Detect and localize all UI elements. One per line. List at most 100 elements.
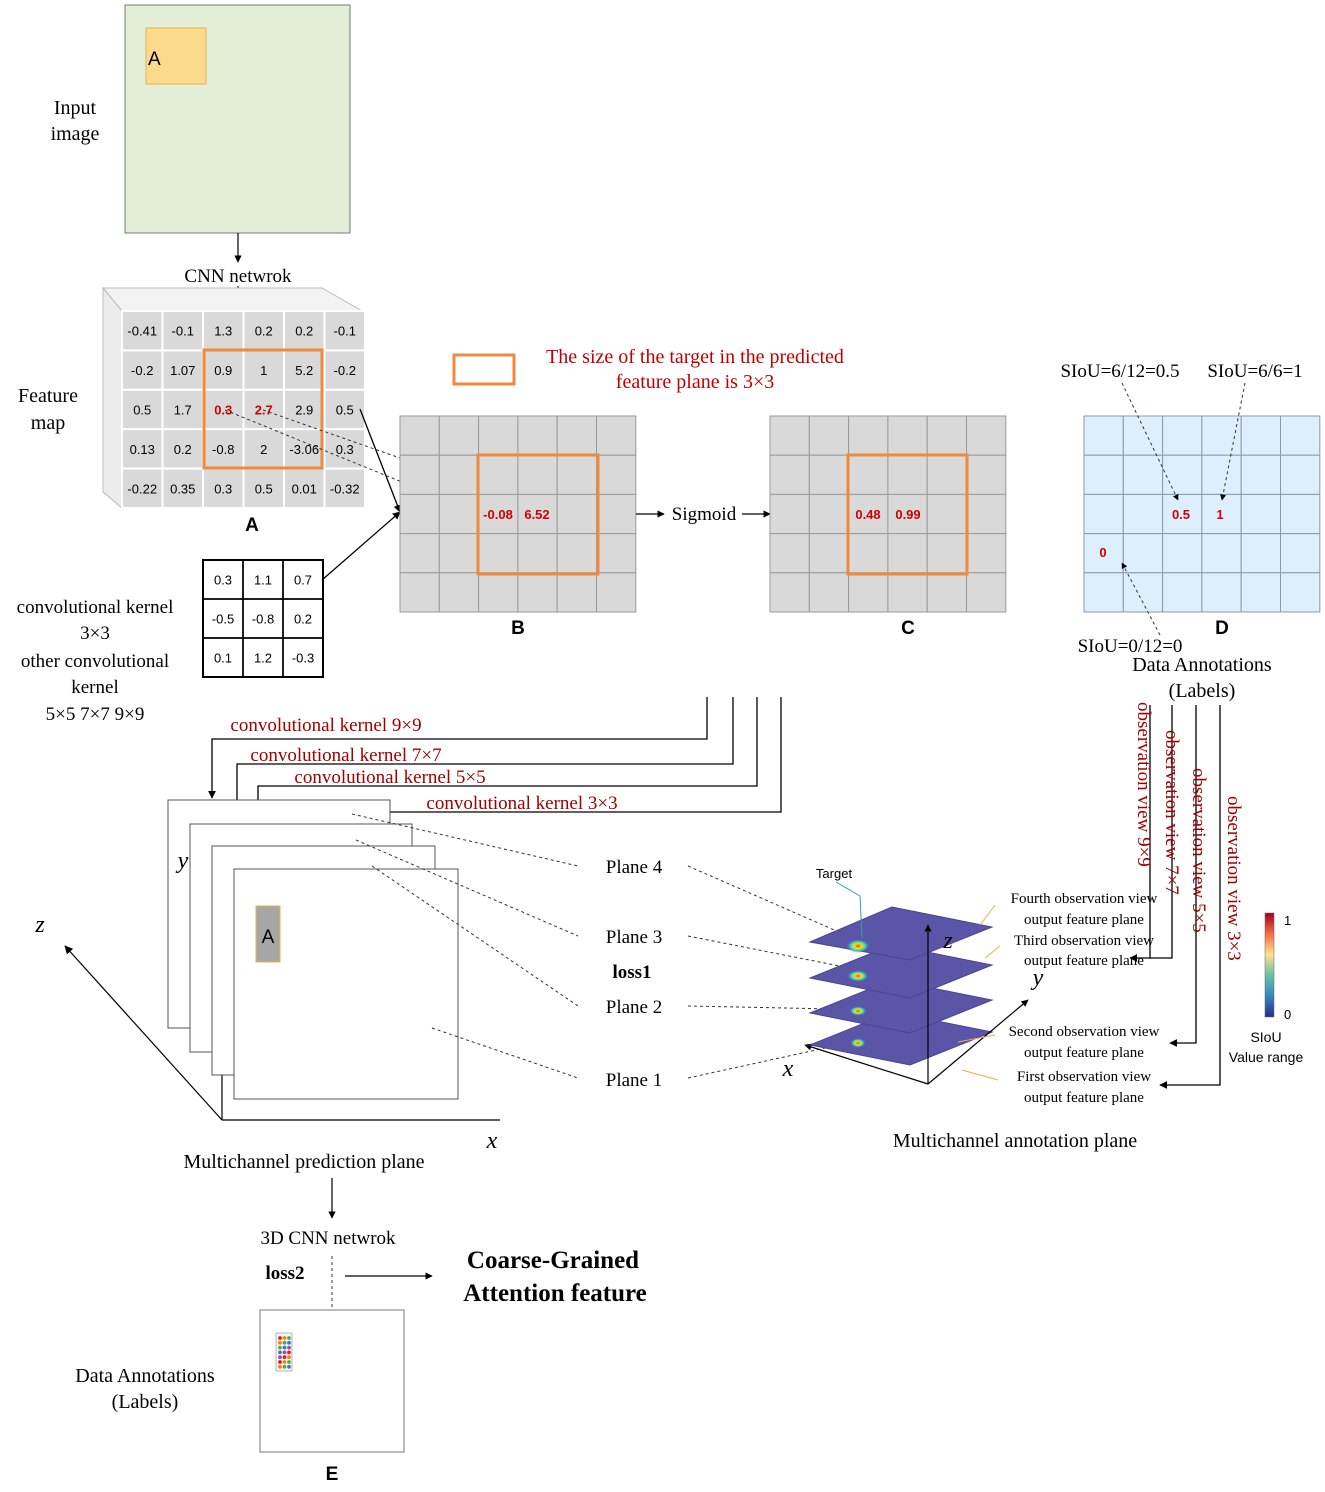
grid-c-cell	[848, 533, 889, 574]
feature-map-value: 0.2	[174, 442, 192, 457]
grid-c-cell	[887, 493, 928, 535]
grid-d-value-0: 0	[1099, 545, 1106, 560]
grid-d-cell	[1122, 493, 1164, 535]
grid-d-value-05: 0.5	[1172, 507, 1190, 522]
kernel-label-5x5: convolutional kernel 5×5	[294, 767, 485, 788]
kernel-value: 0.3	[214, 573, 232, 588]
grid-d-cell	[1162, 572, 1203, 613]
pred-target-region	[255, 905, 281, 963]
feature-map-value: 0.5	[336, 403, 354, 418]
label-dot	[282, 1355, 287, 1360]
colorbar-max: 1	[1284, 913, 1291, 928]
plane-4-link-left	[351, 813, 579, 867]
feature-map-value: 1.3	[214, 324, 232, 339]
grid-c-value-2: 0.99	[895, 507, 920, 522]
feature-map-panel-letter: A	[245, 515, 259, 536]
siou-pointer-2	[1220, 382, 1246, 501]
grid-d	[1083, 415, 1321, 613]
feature-map-cell	[121, 428, 164, 470]
grid-b-value-2: 6.52	[524, 507, 549, 522]
label-dot	[287, 1360, 291, 1364]
pred-plane-1	[233, 868, 459, 1100]
feature-map-label-line2: map	[31, 412, 65, 434]
colorbar-min: 0	[1284, 1007, 1291, 1022]
grid-d-cell	[1083, 454, 1124, 495]
grid-b-cell	[596, 454, 637, 495]
obs-view-7x7: observation view 7×7	[1161, 730, 1182, 895]
grid-d-cell	[1162, 533, 1203, 574]
obs-view-3x3: observation view 3×3	[1223, 796, 1244, 961]
grid-d-cell	[1280, 533, 1321, 574]
feature-map-value: 0.13	[130, 442, 155, 457]
feature-map-value: 2	[260, 442, 267, 457]
obs-view-5x5: observation view 5×5	[1188, 768, 1209, 933]
label-dot	[278, 1345, 282, 1350]
arrow-feature-to-b	[359, 408, 402, 513]
grid-b-value-1: -0.08	[483, 507, 513, 522]
kernel-value: 1.2	[254, 651, 272, 666]
feature-map-value: 0.9	[214, 363, 232, 378]
grid-d-group: 0.5 1 0 SIoU=6/12=0.5 SIoU=6/6=1 SIoU=0/…	[1060, 361, 1321, 702]
result-line2: Attention feature	[463, 1280, 647, 1307]
anno-layer-4	[808, 906, 994, 961]
grid-d-cell	[1240, 415, 1281, 456]
feature-map-value: -0.22	[127, 481, 157, 496]
input-label-line1: Input	[54, 97, 97, 119]
grid-c-cell	[808, 533, 850, 574]
pred-title: Multichannel prediction plane	[183, 1151, 424, 1173]
plane-2-link-right	[687, 1005, 881, 1011]
feature-map-target-box	[202, 348, 324, 470]
grid-b-cell	[556, 533, 598, 574]
output-2-line1: Second observation view	[1009, 1024, 1160, 1040]
grid-c-cell	[966, 415, 1007, 456]
feature-map-value: -3.06	[289, 442, 319, 457]
feature-map-value: -0.8	[212, 442, 234, 457]
label-dot	[282, 1336, 287, 1340]
feature-map-cell	[161, 467, 204, 510]
output-leader-3	[984, 945, 1001, 959]
feature-map-cell	[283, 388, 326, 431]
grid-b-cell	[517, 454, 558, 495]
siou-label-2: SIoU=6/6=1	[1207, 361, 1302, 382]
grid-d-value-1: 1	[1216, 507, 1223, 522]
bottom-labels-line1: Data Annotations	[75, 1365, 215, 1387]
cnn3d-label: 3D CNN netwrok	[260, 1228, 396, 1249]
grid-d-cell	[1240, 454, 1281, 495]
target-pointer	[835, 881, 863, 939]
grid-c-cell	[769, 533, 810, 574]
siou-pointer-1	[1121, 382, 1179, 501]
grid-c-target-box	[846, 453, 969, 576]
grid-b-cell	[517, 533, 558, 574]
feature-map-value: -0.1	[172, 324, 194, 339]
grid-d-cell	[1240, 493, 1281, 535]
grid-d-cell	[1083, 572, 1124, 613]
output-leader-1	[961, 1069, 999, 1081]
grid-c-cell	[926, 533, 968, 574]
grid-c-cell	[808, 415, 850, 456]
kernel-label-line4: kernel	[71, 677, 118, 698]
grid-b-cell	[478, 454, 519, 495]
grid-c-cell	[887, 454, 928, 495]
grid-d-cell	[1240, 533, 1281, 574]
feature-map-value: -0.32	[330, 481, 360, 496]
output-3-line1: Third observation view	[1014, 933, 1154, 949]
output-leaders	[957, 904, 1001, 1081]
grid-c-value-1: 0.48	[855, 507, 880, 522]
grid-b-cell	[399, 533, 440, 574]
grid-c-cell	[966, 533, 1007, 574]
grid-c-cell	[926, 572, 968, 613]
feature-map-value: -0.2	[131, 363, 153, 378]
feature-map-value: 0.2	[255, 324, 273, 339]
feature-map-value: 1.7	[174, 403, 192, 418]
kernel-label-line5: 5×5 7×7 9×9	[46, 704, 145, 725]
legend-line1: The size of the target in the predicted	[546, 346, 844, 368]
grid-b	[399, 415, 637, 613]
grid-d-cell	[1162, 415, 1203, 456]
colorbar-label-line2: Value range	[1229, 1049, 1304, 1065]
label-dot	[278, 1364, 282, 1369]
feature-map-value: 0.2	[295, 324, 313, 339]
feature-map-value: 5.2	[295, 363, 313, 378]
